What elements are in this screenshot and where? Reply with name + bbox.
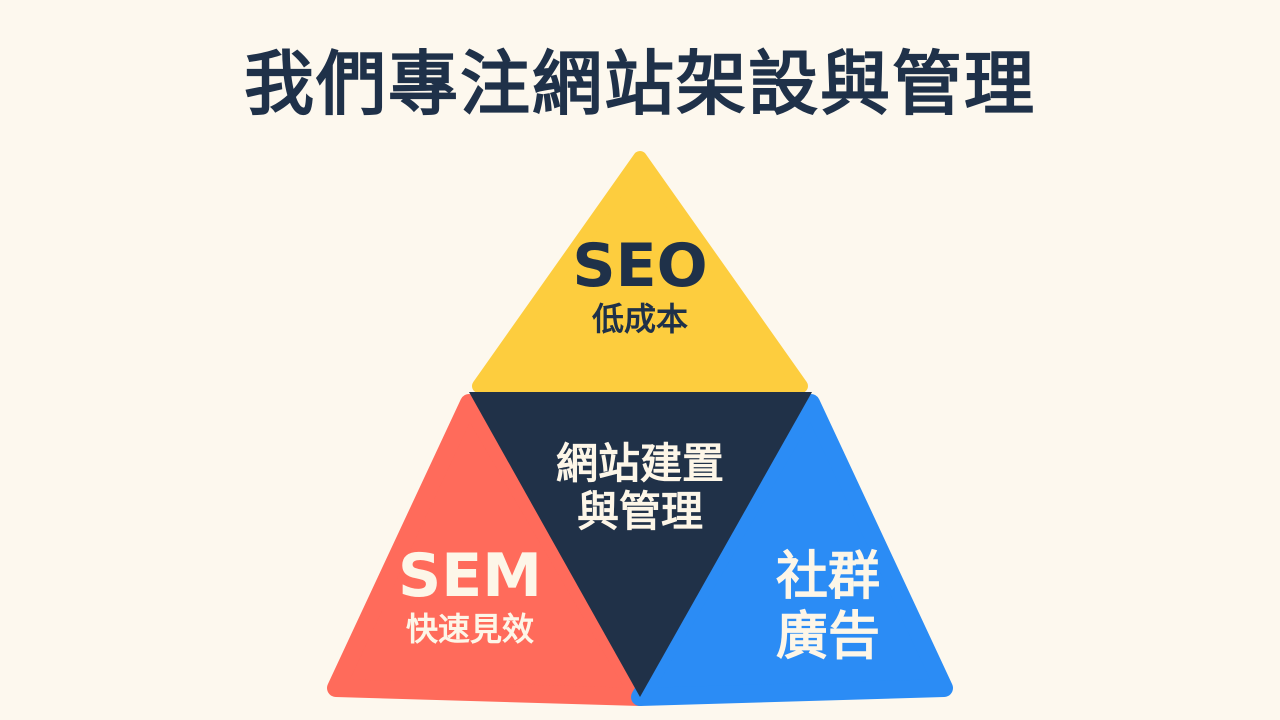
segment-center (469, 392, 812, 697)
sem-sub: 快速見效 (405, 610, 534, 648)
seo-label: SEO 低成本 (540, 232, 740, 338)
sem-label: SEM 快速見效 (370, 542, 570, 648)
page-title: 我們專注網站架設與管理 (244, 43, 1036, 125)
sem-heading: SEM (398, 541, 542, 611)
segment-right-social (631, 394, 953, 706)
center-label: 網站建置 與管理 (520, 439, 760, 537)
social-line1: 社群 (775, 547, 880, 607)
center-line1: 網站建置 (555, 439, 724, 488)
center-line2: 與管理 (576, 487, 703, 537)
segment-left-sem (327, 394, 649, 706)
segment-top-seo (472, 151, 808, 393)
seo-heading: SEO (572, 231, 708, 301)
social-line2: 廣告 (775, 606, 880, 667)
seo-sub: 低成本 (591, 300, 688, 338)
social-label: 社群 廣告 (728, 547, 928, 668)
